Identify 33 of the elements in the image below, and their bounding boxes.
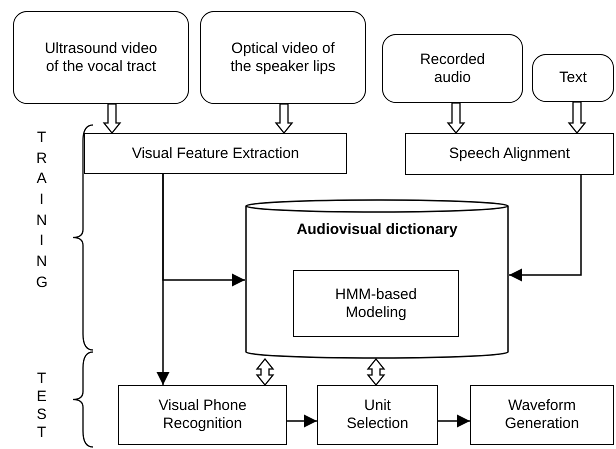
rounded-box [382, 34, 523, 103]
process-box [293, 270, 459, 337]
box-label: Recorded audio [418, 50, 486, 86]
hollow-arrow [446, 102, 466, 134]
arrow [162, 174, 245, 286]
box-label: Ultrasound video of the vocal tract [44, 40, 158, 76]
cylinder-heading: Audiovisual dictionary [296, 221, 458, 239]
hollow-arrow [102, 103, 122, 134]
arrow [509, 175, 582, 282]
double-hollow-arrow [366, 358, 386, 386]
double-hollow-arrow [256, 358, 274, 386]
box-label: Optical video of the speaker lips [229, 40, 337, 76]
phase-label: TRAINING [36, 128, 48, 293]
phase-label: TEST [36, 370, 48, 442]
arrow [287, 414, 317, 428]
box-label: Visual Feature Extraction [132, 144, 300, 162]
hollow-arrow [274, 103, 294, 134]
rounded-box [13, 11, 189, 104]
process-box [317, 385, 438, 445]
rounded-box [532, 54, 614, 102]
box-label: Visual Phone Recognition [157, 397, 248, 433]
box-label: Text [559, 69, 587, 87]
box-label: Unit Selection [346, 397, 410, 433]
box-label: Waveform Generation [504, 397, 580, 433]
arrow [438, 414, 470, 428]
box-label: Speech Alignment [449, 145, 570, 163]
process-box [470, 385, 614, 445]
box-label: HMM-based Modeling [334, 286, 418, 322]
process-box [405, 133, 614, 175]
rounded-box [200, 11, 366, 104]
hollow-arrow [568, 101, 586, 134]
process-box [118, 385, 287, 445]
process-box [84, 133, 347, 174]
